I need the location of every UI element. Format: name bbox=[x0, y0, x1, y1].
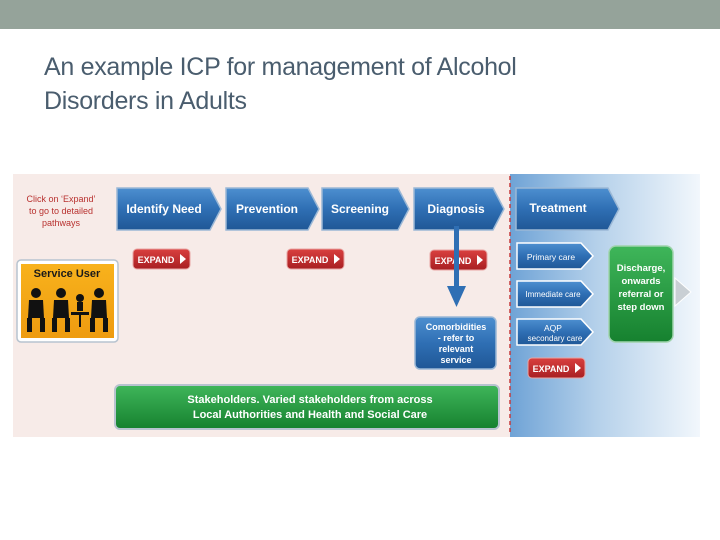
stakeholders-line-1: Stakeholders. Varied stakeholders from a… bbox=[187, 394, 432, 406]
expand-button-identify-need[interactable]: EXPAND bbox=[132, 248, 191, 270]
care-option-primary[interactable]: Primary care bbox=[516, 242, 595, 270]
play-icon bbox=[180, 254, 186, 264]
slide-title-line-2: Disorders in Adults bbox=[44, 87, 247, 115]
stage-label: Prevention bbox=[236, 202, 298, 216]
slide-title-line-1: An example ICP for management of Alcohol bbox=[44, 53, 517, 81]
slide-top-bar bbox=[0, 0, 720, 29]
stakeholders-line-2: Local Authorities and Health and Social … bbox=[193, 409, 427, 421]
slide-title: An example ICP for management of Alcohol… bbox=[44, 50, 644, 118]
stage-label: Diagnosis bbox=[427, 202, 485, 216]
stakeholders-bar[interactable]: Stakeholders. Varied stakeholders from a… bbox=[114, 384, 500, 430]
expand-button-prevention[interactable]: EXPAND bbox=[286, 248, 345, 270]
care-option-label: Primary care bbox=[527, 252, 575, 262]
discharge-box[interactable]: Discharge, onwards referral or step down bbox=[608, 245, 674, 343]
stage-screening[interactable]: Screening bbox=[321, 187, 410, 231]
care-option-label-secondary: secondary care bbox=[528, 334, 583, 343]
stage-label: Identify Need bbox=[126, 202, 201, 216]
stage-label: Screening bbox=[331, 202, 389, 216]
expand-label: EXPAND bbox=[533, 364, 570, 374]
service-user-label: Service User bbox=[34, 268, 101, 280]
expand-button-treatment[interactable]: EXPAND bbox=[527, 357, 586, 379]
play-icon bbox=[575, 363, 581, 373]
care-option-label: Immediate care bbox=[525, 290, 581, 299]
comorbidities-line-1: Comorbidities bbox=[426, 322, 487, 332]
discharge-arrow-icon bbox=[674, 276, 692, 308]
expand-label: EXPAND bbox=[435, 256, 472, 266]
icp-diagram: Click on ‘Expand’ to go to detailed path… bbox=[13, 174, 700, 437]
care-option-immediate[interactable]: Immediate care bbox=[516, 280, 595, 308]
care-option-label-aqp: AQP bbox=[544, 323, 562, 333]
down-arrow bbox=[447, 226, 466, 307]
discharge-line-2: onwards bbox=[621, 276, 660, 287]
people-icon bbox=[27, 288, 108, 332]
comorbidities-line-4: service bbox=[440, 355, 471, 365]
instruction-line-1: Click on ‘Expand’ bbox=[26, 194, 95, 204]
comorbidities-line-3: relevant bbox=[439, 344, 474, 354]
expand-label: EXPAND bbox=[138, 255, 175, 265]
stage-prevention[interactable]: Prevention bbox=[225, 187, 320, 231]
discharge-line-1: Discharge, bbox=[617, 263, 666, 274]
stage-label: Treatment bbox=[529, 201, 586, 215]
instruction-line-3: pathways bbox=[42, 218, 81, 228]
stage-identify-need[interactable]: Identify Need bbox=[116, 187, 222, 231]
play-icon bbox=[334, 254, 340, 264]
comorbidities-box[interactable]: Comorbidities - refer to relevant servic… bbox=[414, 316, 497, 370]
stage-treatment[interactable]: Treatment bbox=[515, 187, 620, 231]
play-icon bbox=[477, 255, 483, 265]
expand-label: EXPAND bbox=[292, 255, 329, 265]
discharge-line-3: referral or bbox=[619, 289, 664, 300]
instruction-line-2: to go to detailed bbox=[29, 206, 93, 216]
discharge-line-4: step down bbox=[618, 302, 665, 313]
service-user-box[interactable]: Service User bbox=[16, 259, 119, 343]
care-option-aqp-secondary[interactable]: AQP secondary care bbox=[516, 318, 595, 346]
stage-diagnosis[interactable]: Diagnosis bbox=[413, 187, 505, 231]
comorbidities-line-2: - refer to bbox=[438, 333, 475, 343]
